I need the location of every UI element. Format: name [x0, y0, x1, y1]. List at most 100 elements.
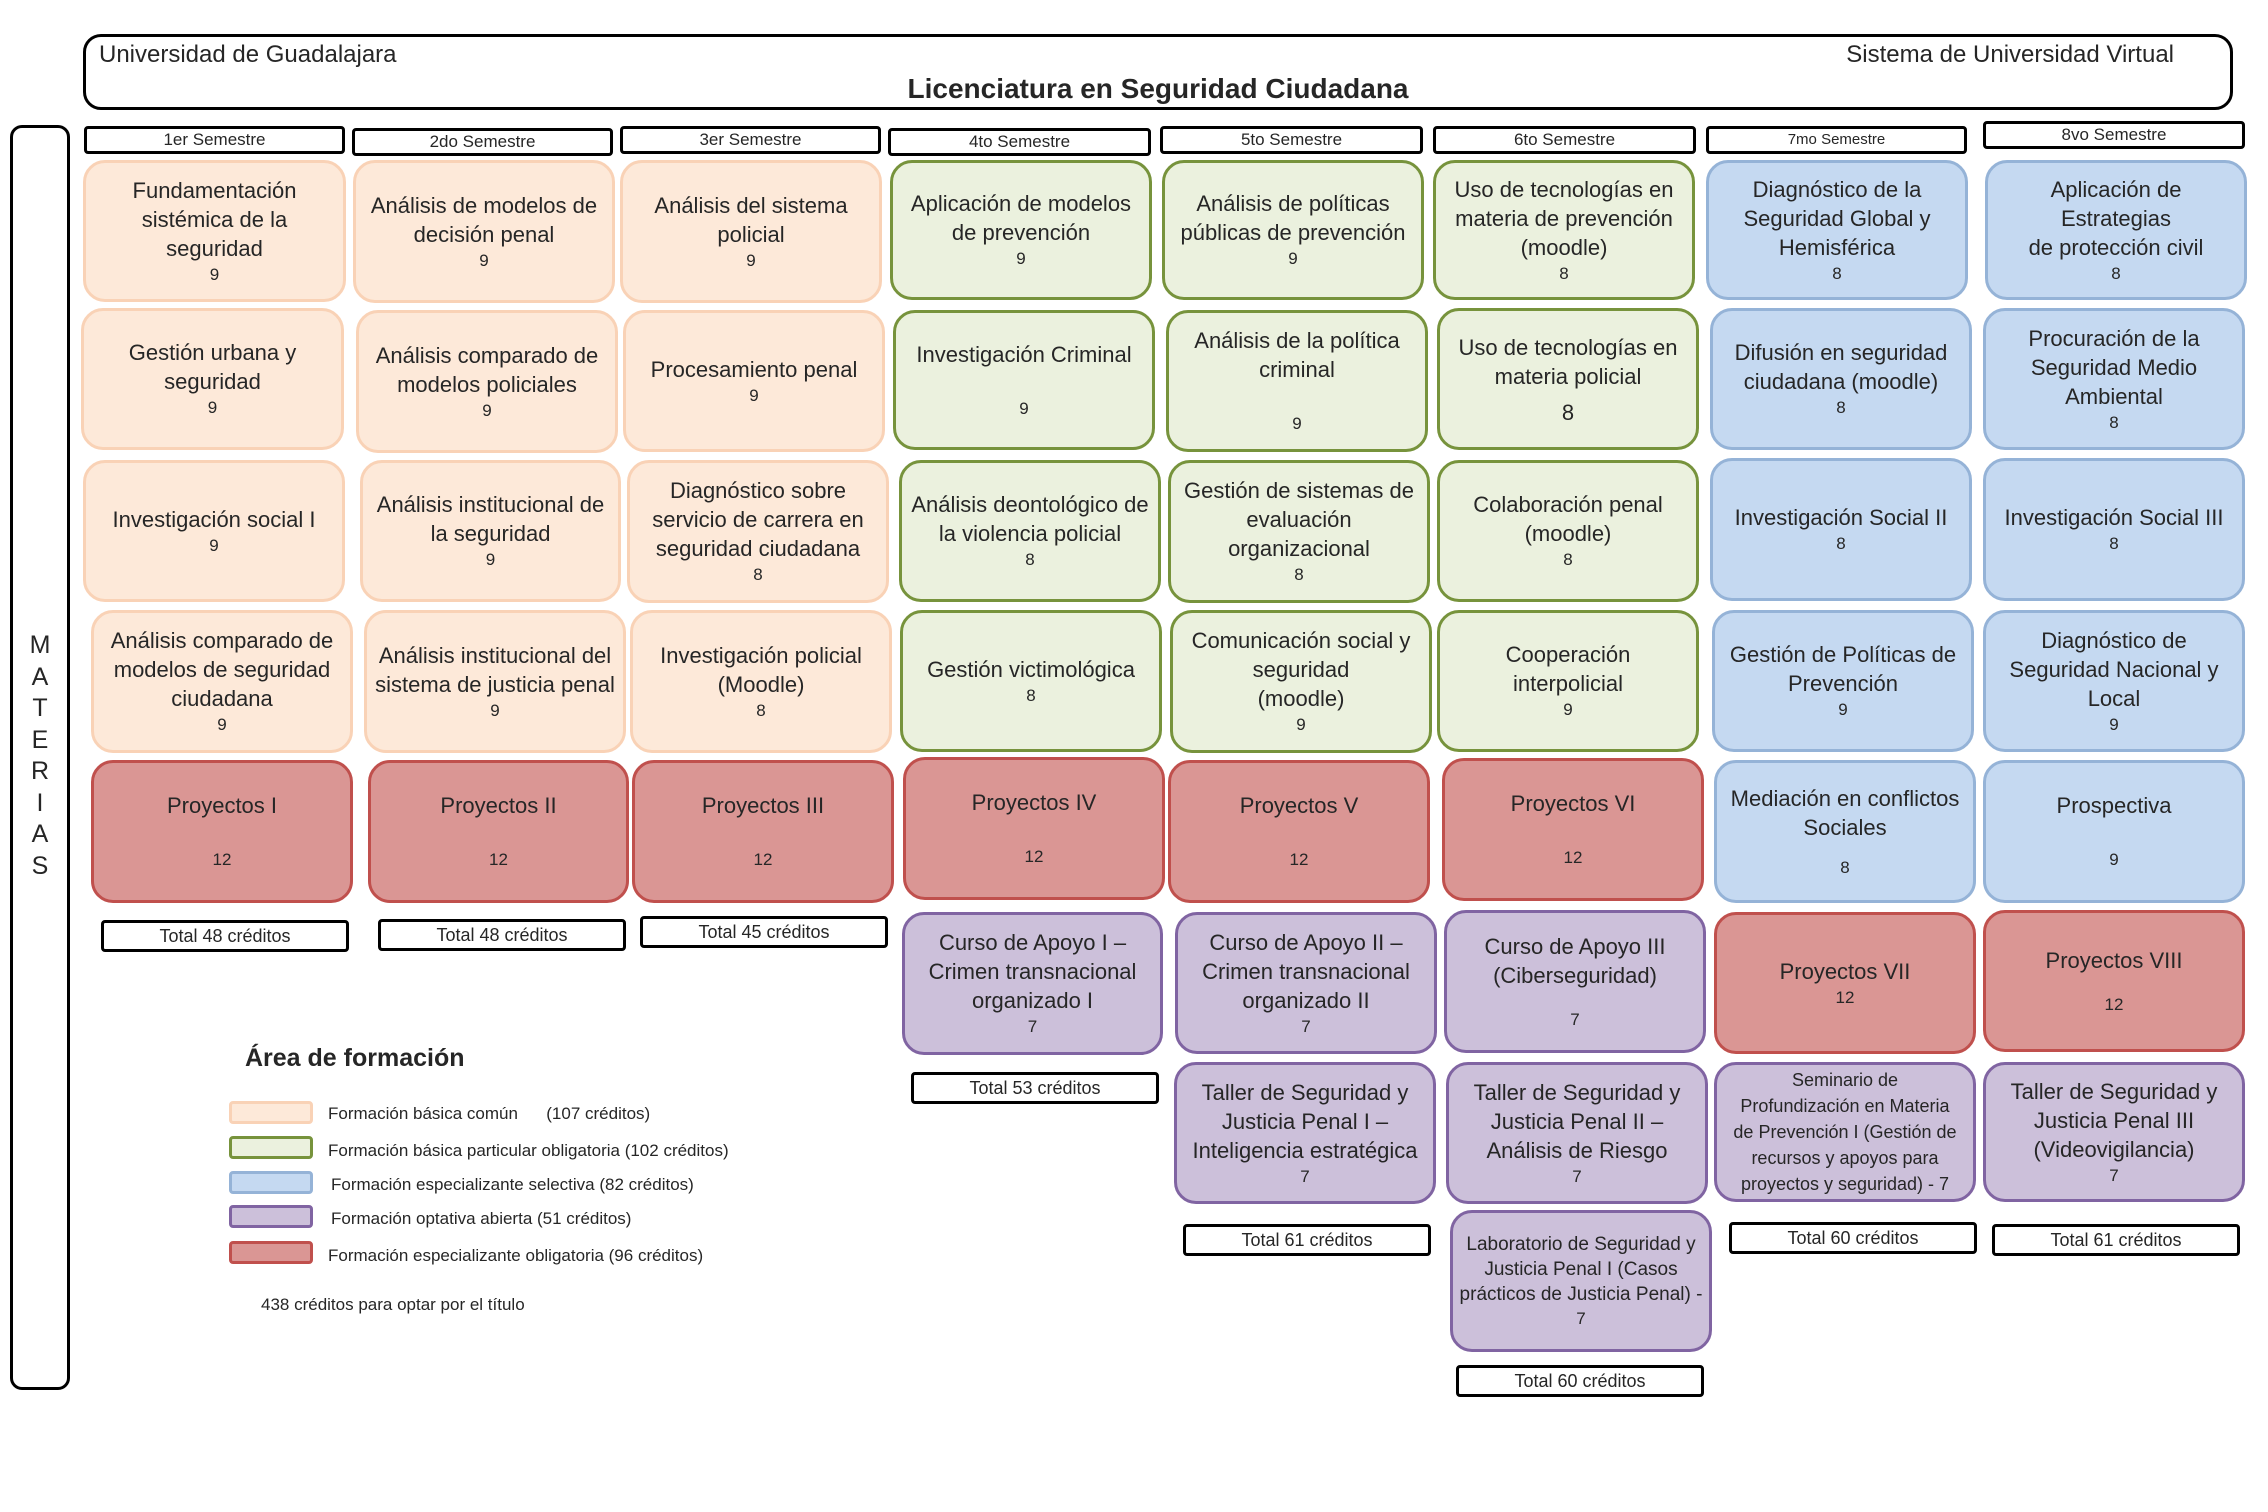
legend-label: Formación básica común (107 créditos) — [328, 1104, 651, 1123]
course-box: Análisis comparado de modelos policiales… — [356, 310, 618, 453]
semester-header-2: 2do Semestre — [352, 128, 613, 156]
course-credits: 8 — [1563, 550, 1573, 569]
course-credits: 9 — [207, 398, 218, 417]
course-credits: 9 — [1288, 249, 1298, 268]
course-name: Curso de Apoyo III (Ciberseguridad) — [1484, 933, 1666, 988]
legend-label: Formación especializante selectiva (82 c… — [331, 1175, 694, 1194]
course-name: Análisis institucional de la seguridad — [376, 492, 605, 546]
course-name: Procesamiento penal — [650, 356, 858, 382]
course-name: Diagnóstico de Seguridad Nacional y Loca… — [2009, 627, 2219, 711]
course-box: Cooperación interpolicial 9 — [1437, 610, 1699, 752]
course-box: Colaboración penal (moodle) 8 — [1437, 460, 1699, 602]
course-credits: 9 — [482, 400, 492, 420]
course-credits: 9 — [209, 535, 219, 555]
course-credits: 9 — [490, 700, 500, 720]
course-box: Taller de Seguridad y Justicia Penal I –… — [1174, 1062, 1436, 1204]
course-name: Colaboración penal (moodle) — [1473, 492, 1663, 546]
course-box: Comunicación social y seguridad (moodle)… — [1170, 610, 1432, 753]
course-credits: 8 — [1025, 550, 1035, 569]
course-credits: 9 — [485, 550, 496, 569]
course-credits: 8 — [1559, 263, 1569, 283]
course-name: Investigación policial (Moodle) — [660, 642, 862, 697]
course-box: Gestión de sistemas de evaluación organi… — [1168, 460, 1430, 603]
legend-swatch-basica — [229, 1101, 313, 1124]
course-box: Análisis del sistema policial 9 — [620, 160, 882, 303]
course-box: Prospectiva 9 — [1983, 760, 2245, 903]
course-credits: 9 — [1838, 700, 1848, 719]
course-box: Proyectos VIII 12 — [1983, 910, 2245, 1052]
course-credits: 9 — [1016, 249, 1026, 268]
course-credits: 9 — [2109, 714, 2119, 734]
course-name: Análisis del sistema policial — [654, 192, 848, 247]
course-name: Procuración de la Seguridad Medio Ambien… — [2028, 325, 2200, 409]
course-credits: 7 — [1572, 1166, 1582, 1186]
course-name: Taller de Seguridad y Justicia Penal I –… — [1192, 1079, 1418, 1163]
course-box: Proyectos III 12 — [632, 760, 894, 903]
course-credits: 8 — [2109, 412, 2119, 432]
course-credits: 7 — [2109, 1165, 2119, 1185]
course-name: Diagnóstico sobre servicio de carrera en… — [652, 478, 864, 561]
course-credits: 8 — [1836, 534, 1846, 553]
course-name: Proyectos VII — [1779, 958, 1911, 984]
course-credits: 8 — [1832, 263, 1842, 283]
course-name: Análisis de la política criminal — [1194, 328, 1400, 382]
legend-label: Formación optativa abierta (51 créditos) — [331, 1209, 632, 1228]
course-credits: 8 — [1026, 685, 1036, 705]
legend-label: Formación básica particular obligatoria … — [328, 1141, 729, 1160]
semester-total: Total 60 créditos — [1729, 1222, 1977, 1254]
course-credits: 12 — [753, 850, 773, 869]
course-name: Proyectos III — [701, 793, 825, 818]
semester-header-7: 7mo Semestre — [1706, 126, 1967, 154]
page-title: Licenciatura en Seguridad Ciudadana — [907, 73, 1409, 104]
total-credits-note: 438 créditos para optar por el título — [261, 1295, 525, 1314]
course-credits: 9 — [209, 264, 220, 284]
semester-total: Total 61 créditos — [1992, 1224, 2240, 1256]
course-credits: 9 — [749, 385, 759, 405]
course-box: Procuración de la Seguridad Medio Ambien… — [1983, 308, 2245, 450]
course-credits: 8 — [2109, 534, 2119, 553]
course-box: Curso de Apoyo I – Crimen transnacional … — [902, 912, 1163, 1055]
course-box: Proyectos V 12 — [1168, 760, 1430, 903]
course-name: Proyectos VI — [1510, 791, 1636, 816]
course-credits: 12 — [1024, 847, 1044, 866]
course-credits: 9 — [479, 250, 489, 270]
course-name: Uso de tecnologías en materia policial — [1458, 335, 1678, 389]
semester-header-5: 5to Semestre — [1160, 126, 1423, 154]
course-box: Análisis de la política criminal 9 — [1166, 310, 1428, 452]
course-box: Mediación en conflictos Sociales 8 — [1714, 760, 1976, 903]
course-name: Fundamentación sistémica de la seguridad — [132, 177, 297, 261]
course-box: Proyectos II 12 — [368, 760, 629, 903]
course-box: Análisis de modelos de decisión penal 9 — [353, 160, 615, 303]
course-box: Análisis de políticas públicas de preven… — [1162, 160, 1424, 300]
course-credits: 12 — [2104, 994, 2124, 1014]
course-box: Análisis institucional de la seguridad 9 — [360, 460, 621, 602]
course-box: Aplicación de modelos de prevención 9 — [890, 160, 1152, 300]
course-box: Uso de tecnologías en materia de prevenc… — [1433, 160, 1695, 300]
course-name: Gestión victimológica — [927, 656, 1135, 682]
course-name: Cooperación interpolicial — [1505, 642, 1631, 696]
course-credits: 9 — [1296, 715, 1306, 734]
course-name: Diagnóstico de la Seguridad Global y Hem… — [1743, 176, 1931, 260]
course-name: Aplicación de modelos de prevención — [910, 191, 1132, 245]
course-box: Proyectos I 12 — [91, 760, 353, 903]
course-box: Investigación Social II 8 — [1710, 458, 1972, 601]
legend-title: Área de formación — [245, 1044, 465, 1072]
course-box: Curso de Apoyo II – Crimen transnacional… — [1175, 912, 1437, 1054]
course-name: Análisis de modelos de decisión penal — [370, 192, 598, 247]
header-banner: Universidad de Guadalajara Sistema de Un… — [83, 34, 2233, 110]
course-name: Proyectos V — [1239, 793, 1359, 818]
course-name: Curso de Apoyo II – Crimen transnacional… — [1202, 929, 1410, 1013]
course-name: Laboratorio de Seguridad y Justicia Pena… — [1459, 1233, 1703, 1305]
course-credits: 9 — [746, 250, 756, 270]
course-box: Análisis deontológico de la violencia po… — [899, 460, 1161, 602]
course-box: Difusión en seguridad ciudadana (moodle)… — [1710, 308, 1972, 450]
course-name: Gestión urbana y seguridad — [128, 340, 297, 394]
legend-swatch-optativa — [229, 1205, 313, 1228]
course-credits: 8 — [1840, 857, 1850, 877]
course-name: Análisis comparado de modelos policiales — [375, 342, 599, 397]
course-credits: 7 — [1027, 1017, 1038, 1036]
course-box: Gestión urbana y seguridad 9 — [81, 308, 344, 450]
course-name: Gestión de sistemas de evaluación organi… — [1184, 478, 1414, 561]
course-box: Investigación Criminal 9 — [893, 310, 1155, 450]
course-credits: 12 — [212, 850, 232, 869]
